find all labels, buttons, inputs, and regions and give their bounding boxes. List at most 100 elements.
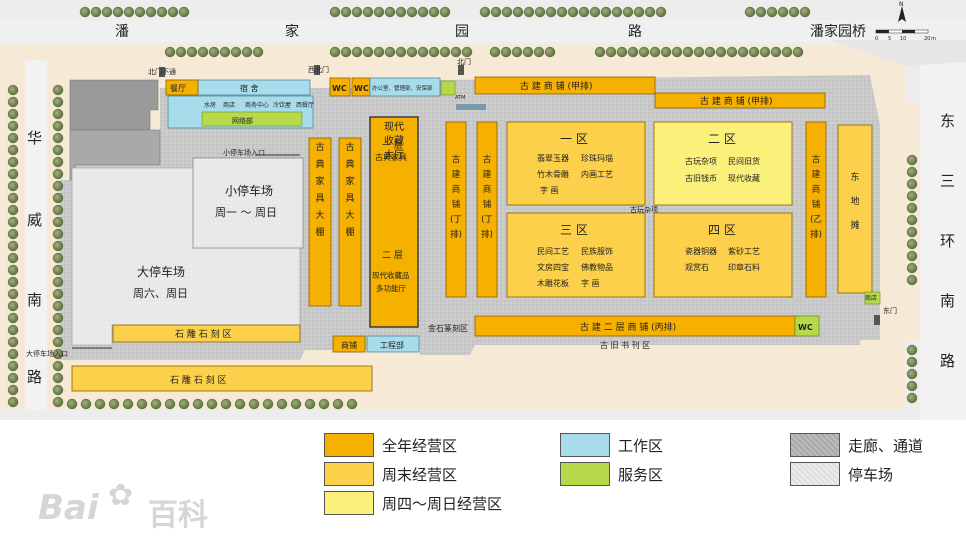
tree-icon	[906, 166, 918, 178]
gate-east: 东门	[883, 306, 897, 315]
atm-label: ATM	[455, 95, 465, 101]
tree-icon	[715, 46, 727, 58]
tree-icon	[792, 46, 804, 58]
tree-icon	[7, 144, 19, 156]
antique-misc-label: 古玩杂项	[630, 205, 658, 214]
legend-swatch	[324, 491, 374, 515]
gate-east-mark	[874, 315, 880, 325]
tree-icon	[52, 384, 64, 396]
tree-icon	[906, 202, 918, 214]
service-label-1: 水房	[204, 101, 216, 109]
stone-carving-1-label: 石 雕 石 刻 区	[175, 328, 231, 340]
tree-icon	[744, 6, 756, 18]
road-west-char-4: 路	[27, 368, 42, 386]
watermark-text: Bai	[38, 488, 99, 528]
tree-icon	[262, 398, 274, 410]
shop-ding-1-label-char: 商	[452, 184, 461, 195]
tree-icon	[417, 46, 429, 58]
tree-icon	[788, 6, 800, 18]
tree-icon	[511, 46, 523, 58]
tree-icon	[781, 46, 793, 58]
tree-icon	[450, 46, 462, 58]
tree-icon	[340, 46, 352, 58]
tree-group	[7, 6, 918, 410]
tree-icon	[178, 6, 190, 18]
tree-icon	[52, 168, 64, 180]
tree-icon	[533, 46, 545, 58]
zone1-item-3: 竹木骨雕	[537, 169, 569, 179]
gate-northwest: 西北门	[308, 65, 329, 74]
tree-icon	[156, 6, 168, 18]
west-road	[25, 60, 47, 410]
zone-1	[506, 121, 646, 206]
tree-icon	[52, 348, 64, 360]
tree-icon	[770, 46, 782, 58]
tree-icon	[112, 6, 124, 18]
scale-tick-1: 5	[888, 36, 891, 42]
legend-item-corridor: 走廊、通道	[790, 433, 923, 457]
tree-icon	[52, 216, 64, 228]
tree-icon	[7, 120, 19, 132]
tree-icon	[479, 6, 491, 18]
gate-northwest-mark	[314, 65, 320, 75]
zone4-item-3: 观赏石	[685, 262, 709, 272]
small-parking-area	[192, 157, 304, 249]
tree-icon	[589, 6, 601, 18]
shop-ding-2-label-char: 商	[483, 184, 492, 195]
zone-4	[653, 212, 793, 298]
tree-icon	[7, 300, 19, 312]
shop-ding-2-label-char: 铺	[483, 199, 492, 210]
road-east-char-4: 南	[940, 292, 955, 310]
tree-icon	[7, 264, 19, 276]
tree-icon	[145, 6, 157, 18]
hall-floor2-item-1: 现代收藏品	[372, 270, 410, 280]
furniture-shed-1-label-char: 棚	[315, 226, 324, 238]
big-lot-days: 周六、周日	[133, 287, 188, 300]
zone-2	[653, 121, 793, 206]
gate-north-mark	[458, 65, 464, 75]
zone1-item-5: 字 画	[540, 185, 559, 195]
tree-icon	[220, 398, 232, 410]
tree-icon	[52, 180, 64, 192]
tree-icon	[534, 6, 546, 18]
road-east-char-5: 路	[940, 352, 955, 370]
north-arrow-icon: N	[898, 1, 906, 22]
zone3-item-4: 佛教物品	[581, 262, 613, 272]
tree-icon	[197, 46, 209, 58]
zone1-item-1: 翡翠玉器	[537, 153, 569, 163]
stone-carving-2	[71, 365, 373, 392]
service-label-5: 西餐厅	[296, 101, 314, 109]
gate-north: 北门	[457, 57, 471, 66]
shop-ding-2-label-char: 排)	[481, 229, 493, 240]
tree-icon	[7, 96, 19, 108]
east-road	[920, 60, 966, 420]
road-west-char-1: 华	[27, 129, 42, 147]
stone-carving-2-label: 石 雕 石 刻 区	[170, 374, 226, 386]
tree-icon	[7, 156, 19, 168]
furniture-shed-2	[338, 137, 362, 307]
zone4-title: 四 区	[708, 223, 736, 237]
legend-swatch	[560, 433, 610, 457]
atm-bar	[456, 104, 486, 110]
road-west-char-3: 南	[27, 291, 42, 309]
zone2-item-2: 民间旧货	[728, 156, 760, 166]
tree-icon	[351, 46, 363, 58]
legend-item-parking: 停车场	[790, 462, 893, 486]
tree-icon	[206, 398, 218, 410]
tree-icon	[329, 6, 341, 18]
tree-icon	[52, 228, 64, 240]
furniture-shed-2-label-char: 古	[345, 141, 354, 153]
tree-icon	[7, 384, 19, 396]
hall-floor1: 一 层	[382, 140, 403, 151]
shop-a-second-label: 古 建 商 铺 (甲排)	[700, 95, 772, 107]
hall-floor2-item-2: 多功能厅	[376, 283, 406, 293]
tree-icon	[417, 6, 429, 18]
tree-icon	[52, 360, 64, 372]
tree-icon	[7, 168, 19, 180]
furniture-shed-1-label-char: 古	[315, 141, 324, 153]
tree-icon	[340, 6, 352, 18]
tree-icon	[290, 398, 302, 410]
wc-label-west: WC	[332, 84, 347, 93]
tree-icon	[523, 6, 535, 18]
tree-icon	[406, 6, 418, 18]
